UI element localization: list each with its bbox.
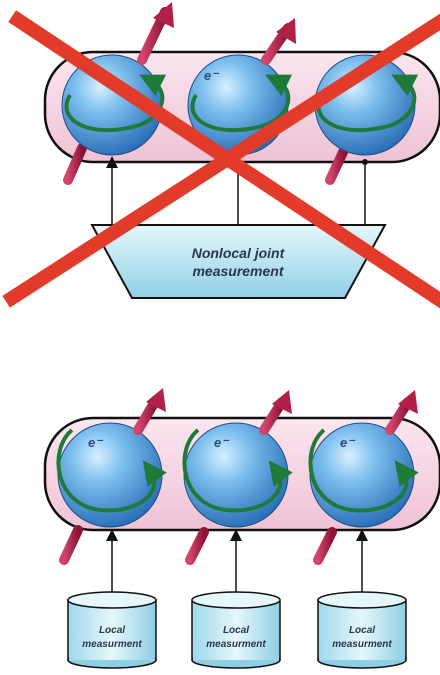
local-measurement-2: Local measurment — [192, 592, 280, 668]
bottom-electron-2: e⁻ — [184, 390, 292, 560]
local-label-line2: measurment — [206, 639, 266, 650]
bottom-electron-1: e⁻ — [58, 388, 166, 560]
electron-label: e⁻ — [88, 435, 104, 450]
electron-label: e⁻ — [214, 435, 230, 450]
top-panel: e⁻ Nonlocal joint measurement — [12, 2, 440, 300]
local-label-line2: measurment — [82, 639, 142, 650]
local-label-line1: Local — [99, 625, 125, 636]
local-measurement-1: Local measurment — [68, 592, 156, 668]
local-label-line2: measurment — [332, 639, 392, 650]
local-measurement-3: Local measurment — [318, 592, 406, 668]
electron-label: e⁻ — [204, 68, 220, 83]
local-label-line1: Local — [349, 625, 375, 636]
local-label-line1: Local — [223, 625, 249, 636]
bottom-panel: e⁻ e⁻ e⁻ Local — [45, 388, 440, 668]
bottom-electron-3: e⁻ — [310, 390, 418, 560]
electron-label: e⁻ — [340, 435, 356, 450]
measurement-label-line2: measurement — [192, 263, 284, 279]
measurement-label-line1: Nonlocal joint — [192, 245, 286, 261]
